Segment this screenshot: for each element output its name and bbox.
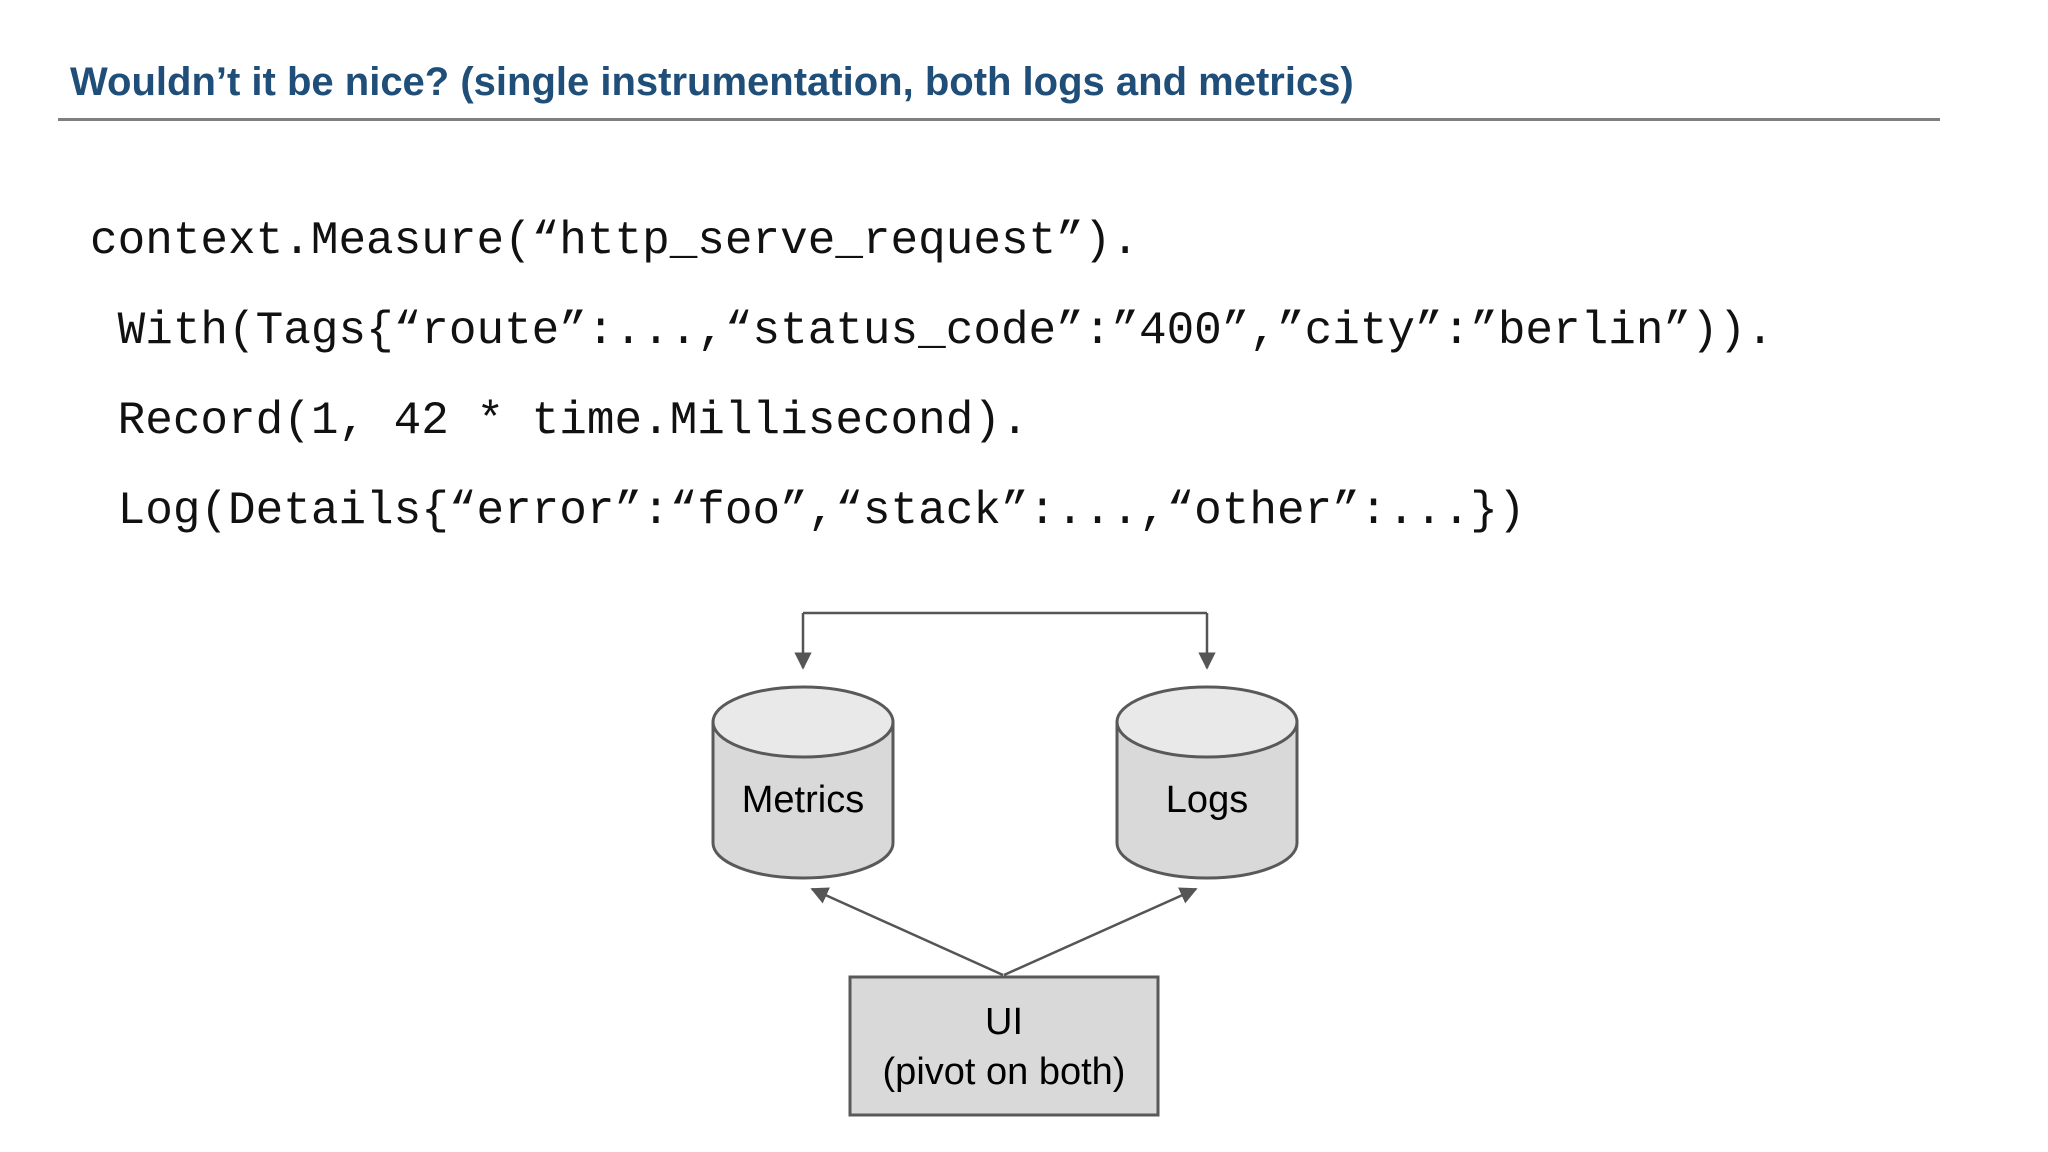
logs-label: Logs bbox=[1166, 779, 1248, 821]
code-block: context.Measure(“http_serve_request”). W… bbox=[90, 196, 1774, 556]
metrics-cylinder: Metrics bbox=[711, 685, 895, 880]
slide-title: Wouldn’t it be nice? (single instrumenta… bbox=[70, 60, 1354, 104]
logs-cylinder-top bbox=[1115, 685, 1299, 759]
logs-cylinder: Logs bbox=[1115, 685, 1299, 880]
ui-box-label-line2: (pivot on both) bbox=[883, 1051, 1126, 1093]
ui-box-rect bbox=[848, 975, 1160, 1117]
code-line-2: With(Tags{“route”:...,“status_code”:”400… bbox=[90, 305, 1774, 357]
ui-box: UI (pivot on both) bbox=[848, 975, 1160, 1117]
metrics-cylinder-body bbox=[711, 720, 895, 880]
arrow-ui-to-metrics-icon bbox=[810, 887, 1004, 977]
arrow-ui-to-logs-icon bbox=[1003, 887, 1198, 977]
code-line-1: context.Measure(“http_serve_request”). bbox=[90, 215, 1139, 267]
logs-cylinder-body bbox=[1115, 720, 1299, 880]
metrics-cylinder-top bbox=[711, 685, 895, 759]
code-line-3: Record(1, 42 * time.Millisecond). bbox=[90, 395, 1029, 447]
title-divider bbox=[58, 118, 1940, 121]
ui-box-label-line1: UI bbox=[985, 1001, 1023, 1043]
metrics-label: Metrics bbox=[742, 779, 864, 821]
code-line-4: Log(Details{“error”:“foo”,“stack”:...,“o… bbox=[90, 485, 1526, 537]
